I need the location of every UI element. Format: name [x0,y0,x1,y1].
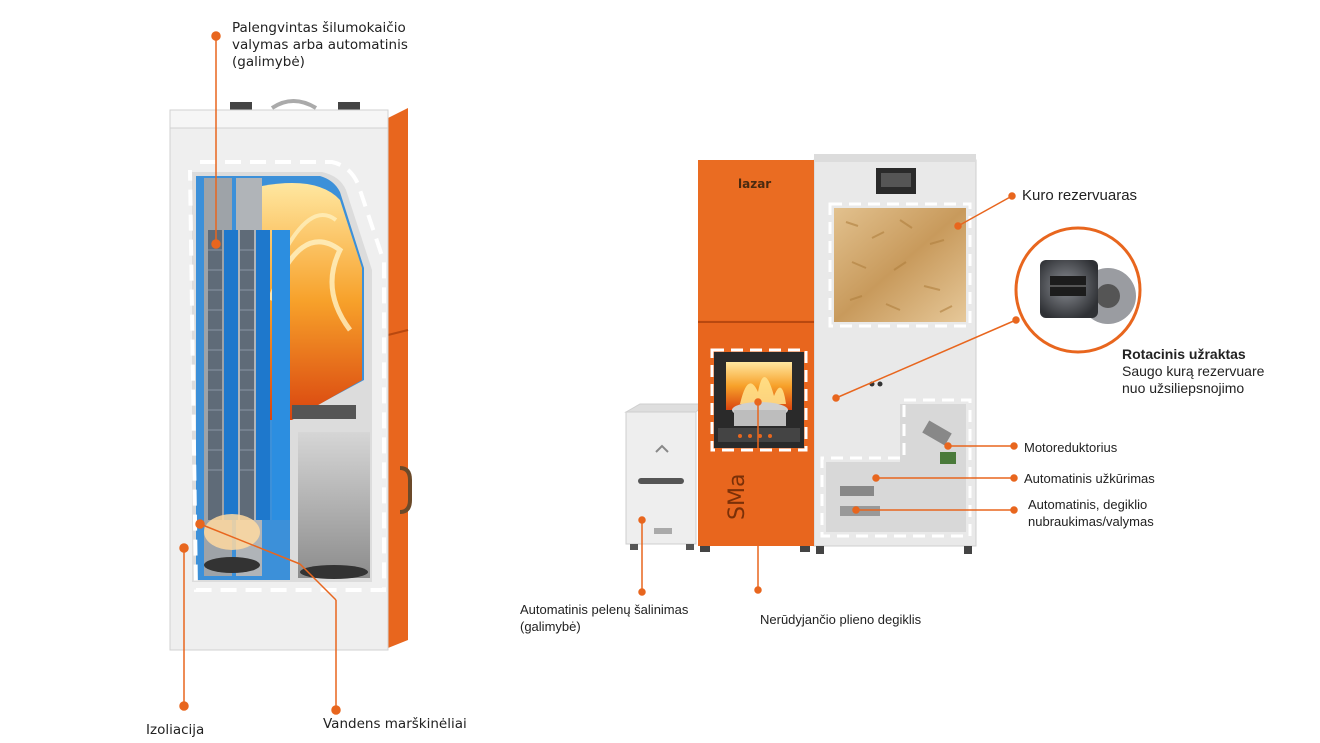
leader-lines [179,31,1020,715]
turbulator-2 [240,230,254,520]
label-burner-clean: Automatinis, degiklio nubraukimas/valyma… [1028,497,1154,529]
model-text: SMa [725,474,750,520]
motor-reducer [922,420,952,446]
pellet-boiler [624,154,977,554]
orange-side-panel [388,108,408,648]
rotary-valve-inset [1014,226,1142,354]
brand-logo: lazar [738,177,771,191]
top-handle-left [230,102,252,110]
boiler-cutaway [169,99,412,651]
label-ash-removal: Automatinis pelenų šalinimas (galimybė) [520,602,689,634]
label-ignition: Automatinis užkūrimas [1024,471,1155,486]
ash-chamber [298,432,370,578]
ash-container-handle [638,478,684,484]
label-motor: Motoreduktorius [1024,440,1118,455]
top-handle-right [338,102,360,110]
label-rotary: Rotacinis užraktas Saugo kurą rezervuare… [1122,346,1265,396]
top-lifting-handle [270,99,318,110]
label-cleaning: Palengvintas šilumokaičio valymas arba a… [232,20,408,70]
turbulator-1 [208,230,222,520]
label-insulation: Izoliacija [146,722,205,738]
label-fuel-tank: Kuro rezervuaras [1022,187,1138,204]
label-burner: Nerūdyjančio plieno degiklis [760,612,922,627]
cutaway-outline [188,160,386,592]
ash-chamber-lid [292,405,356,419]
label-water-jacket: Vandens marškinėliai [323,716,467,732]
door-handle [399,466,412,514]
